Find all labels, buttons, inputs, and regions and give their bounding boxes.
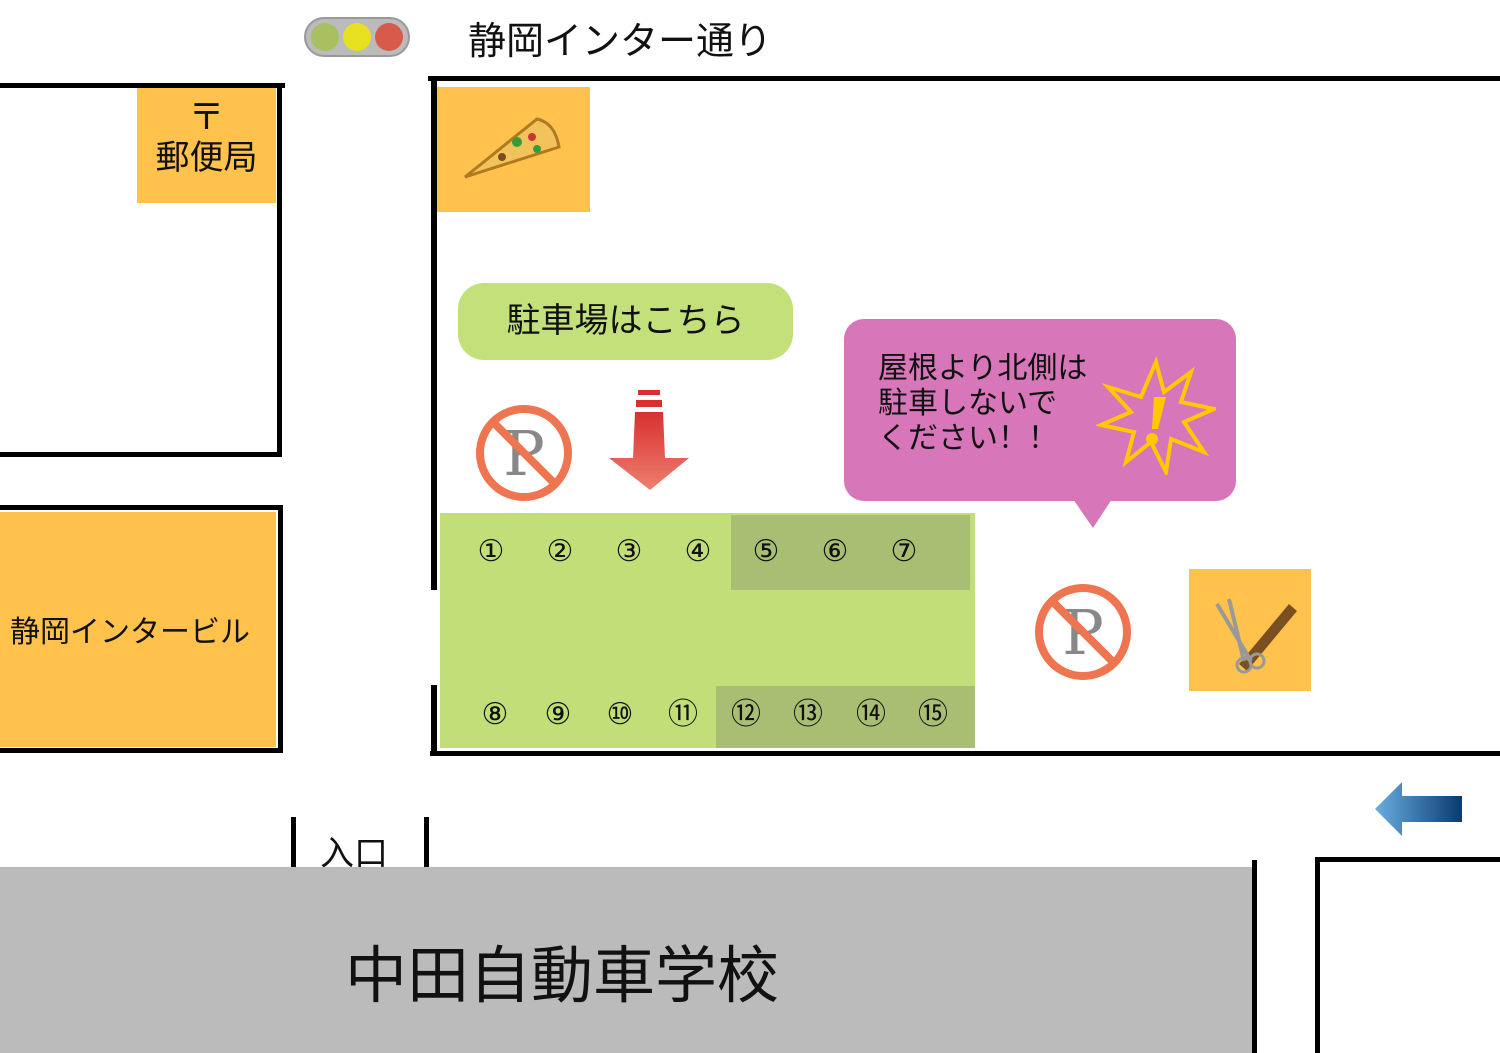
warning-bubble: 屋根より北側は 駐車しないで ください！！ xyxy=(844,319,1236,501)
parking-space-15: ⑮ xyxy=(918,697,948,732)
scissors-comb-icon xyxy=(1215,598,1297,674)
wall xyxy=(1315,857,1320,1053)
arrow-left-icon xyxy=(1375,782,1462,836)
wall xyxy=(0,452,282,457)
parking-here-sign: 駐車場はこちら xyxy=(458,283,793,360)
parking-space-13: ⑬ xyxy=(793,697,823,732)
bubble-tail xyxy=(1073,499,1112,528)
post-office-icon: 〒 xyxy=(188,97,225,138)
parking-space-9: ⑨ xyxy=(544,697,572,732)
no-parking-icon: P xyxy=(1035,584,1131,680)
traffic-light-icon xyxy=(304,17,410,57)
no-parking-icon: P xyxy=(476,405,572,501)
driving-school-label: 中田自動車学校 xyxy=(345,939,780,1012)
entrance-post xyxy=(291,817,296,885)
building-left-label: 静岡インタービル xyxy=(10,615,250,650)
parking-space-11: ⑪ xyxy=(668,697,698,732)
roof-area xyxy=(731,515,970,590)
wall xyxy=(277,83,282,457)
wall xyxy=(428,76,1500,81)
wall xyxy=(431,78,437,590)
roof-area xyxy=(716,686,975,748)
warning-line: 屋根より北側は xyxy=(878,351,1088,386)
barber-shop xyxy=(1189,569,1311,691)
wall xyxy=(1252,860,1257,1053)
wall xyxy=(431,685,437,755)
wall xyxy=(0,748,283,753)
parking-space-10: ⑩ xyxy=(606,697,634,732)
exclamation-burst-icon xyxy=(1096,357,1216,475)
wall xyxy=(1315,857,1500,862)
wall xyxy=(430,751,1500,756)
wall xyxy=(0,505,283,510)
arrow-down-icon xyxy=(609,390,689,490)
parking-space-14: ⑭ xyxy=(856,697,886,732)
parking-space-5: ⑤ xyxy=(752,534,780,569)
parking-space-3: ③ xyxy=(615,534,643,569)
building-left: 静岡インタービル xyxy=(0,512,276,747)
road-name: 静岡インター通り xyxy=(468,19,773,63)
post-office: 〒 郵便局 xyxy=(137,88,276,203)
post-office-label: 郵便局 xyxy=(155,138,258,178)
entrance-post xyxy=(424,817,429,885)
warning-line: 駐車しないで xyxy=(878,386,1058,421)
parking-space-1: ① xyxy=(477,534,505,569)
parking-space-12: ⑫ xyxy=(731,697,761,732)
warning-line: ください！！ xyxy=(878,421,1058,456)
wall xyxy=(278,505,283,753)
parking-space-8: ⑧ xyxy=(481,697,509,732)
wall xyxy=(0,83,285,88)
parking-space-4: ④ xyxy=(684,534,712,569)
pizza-shop xyxy=(437,87,590,212)
driving-school: 中田自動車学校 xyxy=(0,867,1253,1053)
warning-text: 屋根より北側は 駐車しないで ください！！ xyxy=(878,351,1087,456)
parking-space-6: ⑥ xyxy=(821,534,849,569)
parking-space-2: ② xyxy=(546,534,574,569)
pizza-icon xyxy=(464,117,561,179)
parking-space-7: ⑦ xyxy=(890,534,918,569)
